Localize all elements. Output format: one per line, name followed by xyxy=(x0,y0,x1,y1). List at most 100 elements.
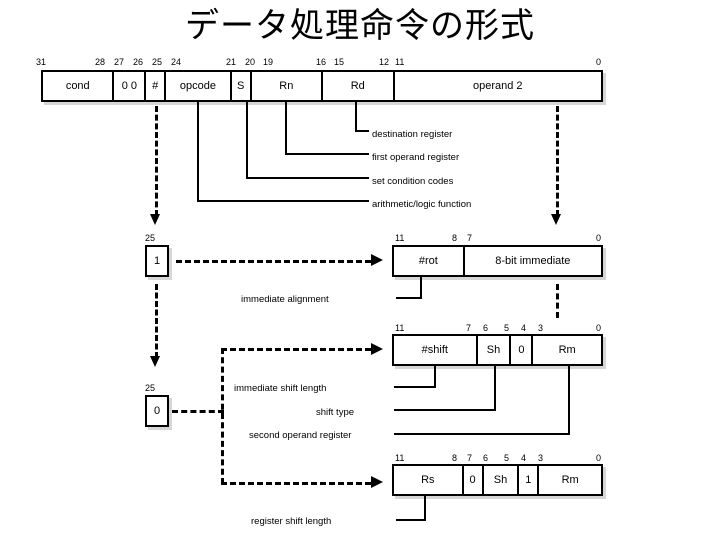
register-shift-field-4: Rm xyxy=(539,466,601,494)
leader-hline-opcode xyxy=(197,200,369,202)
arrowhead-to-shift-row xyxy=(371,343,383,355)
dashed-elbow-vline-shift xyxy=(221,348,224,484)
arrowhead-operand2-to-rot xyxy=(551,214,561,225)
instruction-field-4: S xyxy=(231,72,252,100)
callout-set-condition-codes: set condition codes xyxy=(372,176,454,187)
bit-label-shift-4-4: 4 xyxy=(521,323,527,333)
leader-hline-rot xyxy=(396,297,422,299)
bit-label-main-19-8: 19 xyxy=(263,57,274,67)
bit-label-immediate-7-2: 7 xyxy=(467,233,473,243)
immediate-field-1: 8-bit immediate xyxy=(464,247,601,275)
bit-label-main-12-11: 12 xyxy=(379,57,390,67)
immediate-shift-field-3: Rm xyxy=(533,336,601,364)
instruction-field-3: opcode xyxy=(166,72,232,100)
register-shift-field-3: 1 xyxy=(519,466,540,494)
bit-label-main-21-6: 21 xyxy=(226,57,237,67)
leader-vline-rd xyxy=(355,102,357,132)
callout-second-operand-register: second operand register xyxy=(249,430,352,441)
instruction-field-0: cond xyxy=(43,72,115,100)
bit-label-main-0-13: 0 xyxy=(596,57,602,67)
immediate-shift-field-1: Sh xyxy=(477,336,512,364)
register-shift-field-1: 0 xyxy=(463,466,484,494)
bit-label-main-25-4: 25 xyxy=(152,57,163,67)
bit-label-shift-6-2: 6 xyxy=(483,323,489,333)
immediate-shift-field-0: #shift xyxy=(394,336,478,364)
callout-register-shift-length: register shift length xyxy=(251,516,332,527)
immediate-shift-field-2: 0 xyxy=(511,336,534,364)
bit-label-regshift-5-4: 5 xyxy=(504,453,510,463)
register-shift-bit25-number: 25 xyxy=(145,383,156,393)
register-shift-field-0: Rs xyxy=(394,466,464,494)
instruction-field-7: operand 2 xyxy=(394,72,601,100)
bit-label-immediate-8-1: 8 xyxy=(452,233,458,243)
bit-label-shift-5-3: 5 xyxy=(504,323,510,333)
leader-vline-rs xyxy=(424,496,426,521)
bit-label-shift-7-1: 7 xyxy=(466,323,472,333)
bit-label-regshift-4-5: 4 xyxy=(521,453,527,463)
dashed-elbow-hline-shift xyxy=(221,348,371,351)
bit-label-shift-11-0: 11 xyxy=(395,323,405,333)
leader-hline-rm xyxy=(394,433,570,435)
leader-hline-sh xyxy=(394,409,496,411)
leader-hline-rd xyxy=(355,130,369,132)
bit-label-immediate-11-0: 11 xyxy=(395,233,405,243)
dashed-line-elbow-to-rs-row xyxy=(221,482,371,485)
immediate-bit25-number: 25 xyxy=(145,233,156,243)
callout-immediate-shift-length: immediate shift length xyxy=(234,383,327,394)
leader-hline-shift xyxy=(394,386,436,388)
instruction-field-1: 0 0 xyxy=(114,72,147,100)
dashed-line-bit25-chain xyxy=(155,284,158,358)
leader-vline-rn xyxy=(285,102,287,155)
page-title: データ処理命令の形式 xyxy=(185,6,535,46)
dashed-line-operand2-to-rot xyxy=(556,106,559,216)
bit-label-regshift-0-7: 0 xyxy=(596,453,602,463)
arrowhead-to-rs-row xyxy=(371,476,383,488)
leader-hline-s xyxy=(246,177,369,179)
arrowhead-bit25-chain xyxy=(150,356,160,367)
bit-label-main-28-1: 28 xyxy=(95,57,106,67)
leader-vline-sh xyxy=(494,366,496,411)
arrowhead-immediate-to-rot-row xyxy=(371,254,383,266)
leader-vline-opcode xyxy=(197,102,199,202)
dashed-line-hash-to-immediate xyxy=(155,106,158,216)
callout-first-operand-register: first operand register xyxy=(372,152,460,163)
bit-label-main-11-12: 11 xyxy=(395,57,405,67)
bit-label-immediate-0-3: 0 xyxy=(596,233,602,243)
bit-label-regshift-8-1: 8 xyxy=(452,453,458,463)
dashed-line-operand2-chain xyxy=(556,284,559,318)
immediate-field-0: #rot xyxy=(394,247,465,275)
arrowhead-hash-to-immediate xyxy=(150,214,160,225)
leader-hline-rn xyxy=(285,153,369,155)
bit-label-main-26-3: 26 xyxy=(133,57,144,67)
bit-label-shift-0-6: 0 xyxy=(596,323,602,333)
bit-label-regshift-7-2: 7 xyxy=(467,453,473,463)
bit-label-main-24-5: 24 xyxy=(171,57,182,67)
bit-label-regshift-6-3: 6 xyxy=(483,453,489,463)
bit-label-main-31-0: 31 xyxy=(36,57,47,67)
callout-destination-register: destination register xyxy=(372,129,453,140)
register-shift-bit25-box: 0 xyxy=(145,395,169,427)
bit-label-regshift-3-6: 3 xyxy=(538,453,544,463)
instruction-field-2: # xyxy=(146,72,167,100)
instruction-field-5: Rn xyxy=(251,72,324,100)
leader-vline-rot xyxy=(420,277,422,299)
callout-shift-type: shift type xyxy=(316,407,355,418)
instruction-field-6: Rd xyxy=(323,72,395,100)
dashed-line-bit25-to-elbow xyxy=(172,410,224,413)
dashed-line-immediate-to-rot-row xyxy=(176,260,371,263)
bit-label-regshift-11-0: 11 xyxy=(395,453,405,463)
bit-label-main-20-7: 20 xyxy=(245,57,256,67)
leader-vline-shift xyxy=(434,366,436,388)
bit-label-main-27-2: 27 xyxy=(114,57,125,67)
bit-label-shift-3-5: 3 xyxy=(538,323,544,333)
leader-vline-rm xyxy=(568,366,570,435)
leader-hline-rs xyxy=(396,519,426,521)
leader-vline-s xyxy=(246,102,248,179)
callout-immediate-alignment: immediate alignment xyxy=(241,294,329,305)
callout-arithmetic-logic-function: arithmetic/logic function xyxy=(372,199,472,210)
